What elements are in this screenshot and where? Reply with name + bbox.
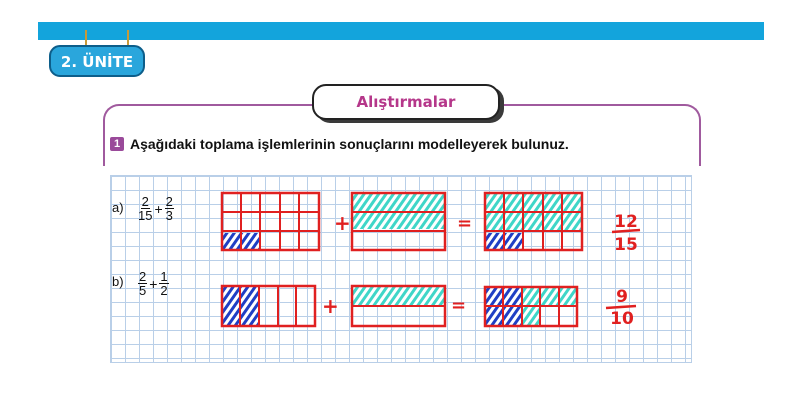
model-b-result <box>483 285 579 328</box>
model-b-first <box>220 284 317 328</box>
answer-b-bar <box>605 304 637 310</box>
answer-a-numerator: 12 <box>614 212 638 232</box>
unit-badge: 2. ÜNİTE <box>49 30 145 77</box>
model-a-second <box>350 191 447 252</box>
model-a-first <box>220 191 321 252</box>
answer-b-numerator: 9 <box>616 287 628 307</box>
exercise-b-label: b) <box>112 274 124 289</box>
model-b-second <box>350 284 447 328</box>
plus-sign-b: + <box>322 294 339 318</box>
equals-sign-b: = <box>451 295 466 316</box>
model-a-result <box>483 191 584 252</box>
top-color-bar <box>38 22 764 40</box>
equals-sign-a: = <box>457 213 472 234</box>
section-title: Alıştırmalar <box>312 84 500 120</box>
plus-sign-a: + <box>334 211 351 235</box>
answer-b-denominator: 10 <box>610 309 634 329</box>
answer-a-denominator: 15 <box>614 235 638 255</box>
question-row: 1 Aşağıdaki toplama işlemlerinin sonuçla… <box>110 136 569 152</box>
question-text: Aşağıdaki toplama işlemlerinin sonuçları… <box>130 136 569 152</box>
exercise-a-label: a) <box>112 200 124 215</box>
unit-label: 2. ÜNİTE <box>61 52 133 71</box>
answer-a-bar <box>611 228 641 234</box>
question-number: 1 <box>110 137 124 151</box>
